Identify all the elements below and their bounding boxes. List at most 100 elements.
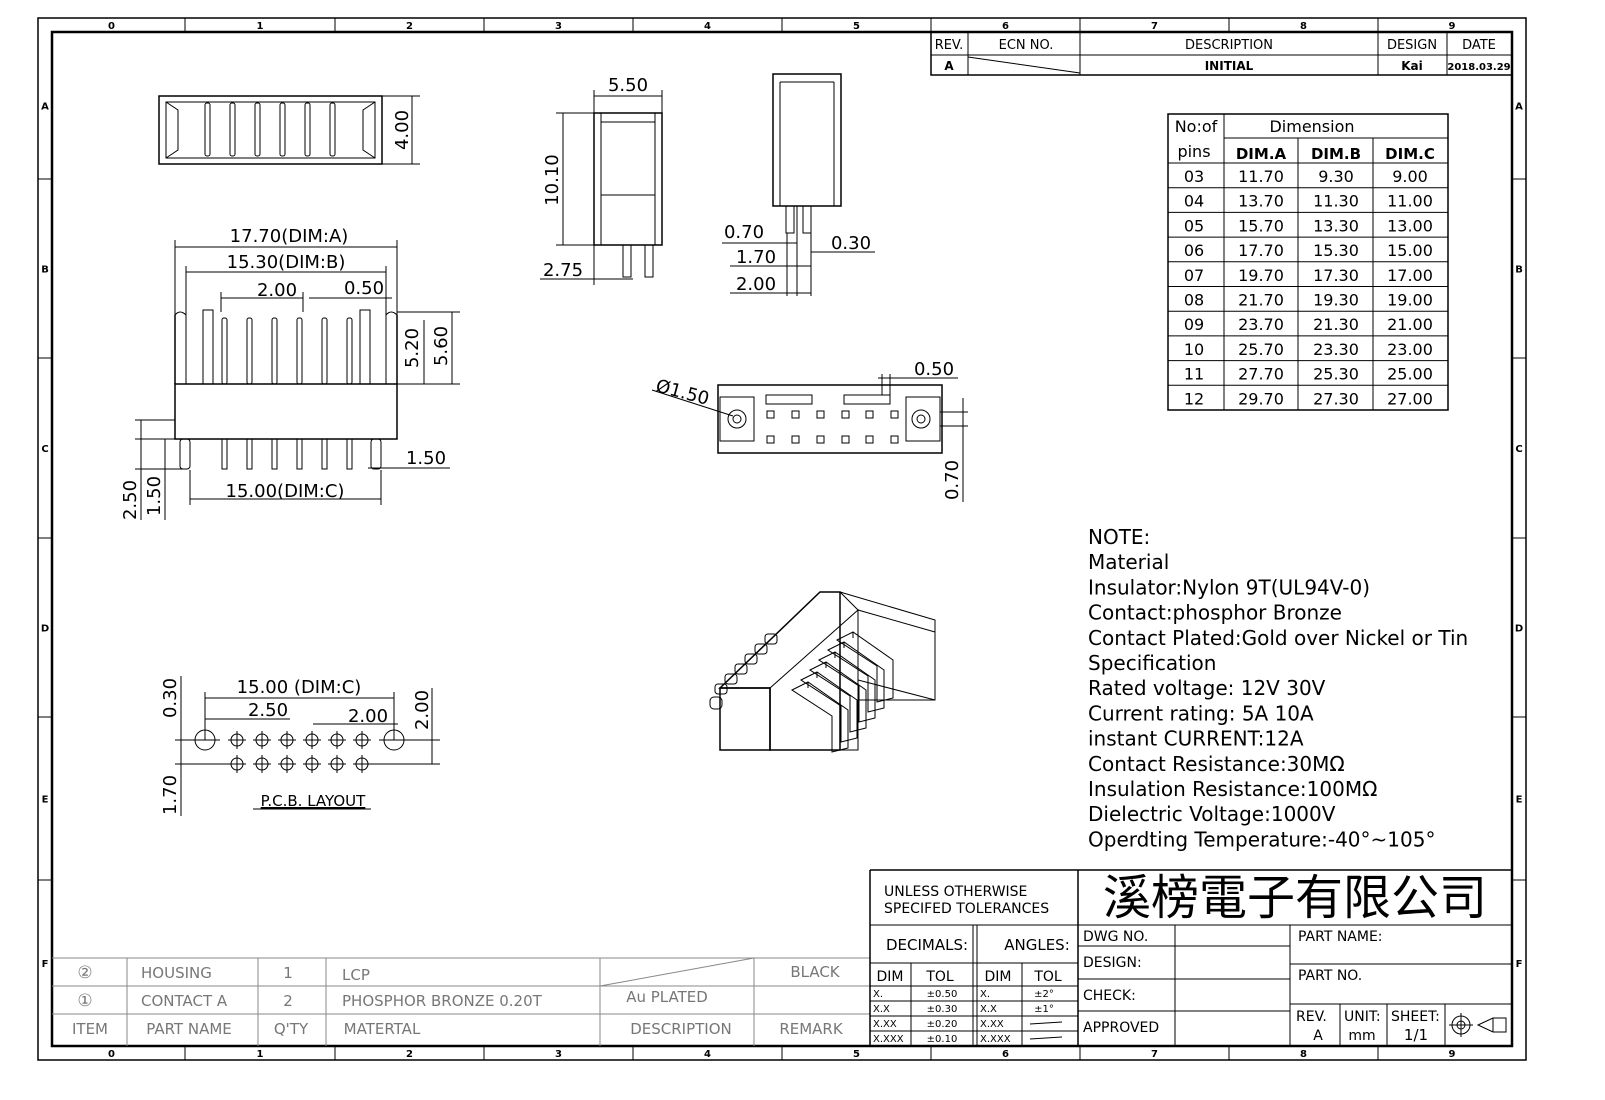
dim-bottom-050: 0.50: [914, 359, 954, 380]
dim-table-cell: 11: [1184, 365, 1204, 384]
company-name: 溪榜電子有限公司: [1103, 870, 1487, 926]
grid-row-label-right: C: [1515, 444, 1522, 455]
bom-material-1: PHOSPHOR BRONZE 0.20T: [342, 992, 543, 1010]
bom-header-material: MATERTAL: [344, 1020, 421, 1038]
grid-row-label-right: E: [1516, 795, 1523, 806]
front-view: 17.70(DIM:A) 15.30(DIM:B) 2.00 0.50 5.20…: [120, 226, 460, 520]
angles-label: ANGLES:: [1004, 936, 1070, 954]
grid-row-label-left: C: [41, 444, 48, 455]
dim-table-cell: 15.70: [1238, 216, 1284, 235]
note-line: instant CURRENT:12A: [1088, 727, 1304, 751]
part-name-label: PART NAME:: [1298, 929, 1383, 945]
dim-front-250: 2.50: [120, 480, 141, 520]
dim-pcb-030: 0.30: [160, 678, 181, 718]
grid-col-label-top: 6: [1002, 21, 1009, 32]
dim-table-cell: 19.30: [1313, 291, 1359, 310]
dwg-no-label: DWG NO.: [1083, 929, 1148, 945]
pcb-layout: 15.00 (DIM:C) 2.50 2.00 2.00 0.30 1.70 P…: [160, 676, 440, 816]
dim-table-cell: 29.70: [1238, 389, 1284, 408]
sheet-value: 1/1: [1404, 1026, 1428, 1044]
table-header-dim-c: DIM.C: [1385, 145, 1435, 163]
table-header-dim-a: DIM.A: [1236, 145, 1287, 163]
rev-value-tb: A: [1313, 1028, 1323, 1044]
dim-col-decimals: DIM: [877, 969, 904, 985]
grid-row-label-right: A: [1515, 102, 1523, 113]
unit-label: UNIT:: [1344, 1009, 1381, 1025]
note-line: Operdting Temperature:-40°~105°: [1088, 827, 1435, 851]
dim-table-cell: 9.30: [1318, 167, 1354, 186]
note-line: Contact Plated:Gold over Nickel or Tin: [1088, 626, 1468, 650]
rev-header: REV.: [935, 38, 964, 53]
revision-table: REV. ECN NO. DESCRIPTION DESIGN DATE A I…: [930, 31, 1513, 76]
side-view-2: 0.70 0.30 1.70 2.00: [722, 73, 875, 296]
grid-col-label-bottom: 7: [1151, 1049, 1158, 1060]
bom-qty-1: 2: [283, 992, 293, 1010]
grid-col-label-top: 1: [257, 21, 264, 32]
dim-side2-170: 1.70: [736, 247, 776, 268]
grid-col-label-bottom: 9: [1449, 1049, 1456, 1060]
grid-col-label-top: 7: [1151, 21, 1158, 32]
tol-angle-value: ±2°: [1034, 989, 1054, 1000]
grid-col-label-top: 2: [406, 21, 413, 32]
dim-table-cell: 21.30: [1313, 315, 1359, 334]
bom-material-2: LCP: [342, 966, 370, 984]
bom-item-2: ②: [77, 963, 92, 983]
bom-qty-2: 1: [283, 964, 293, 982]
tol-decimal-dim: X.XX: [873, 1019, 897, 1030]
dim-bottom-070: 0.70: [942, 460, 963, 500]
note-line: Dielectric Voltage:1000V: [1088, 802, 1336, 826]
bom-description-1: Au PLATED: [626, 988, 708, 1006]
rev-value: A: [944, 59, 954, 73]
dim-table-cell: 17.70: [1238, 241, 1284, 260]
dim-front-150-right: 1.50: [406, 448, 446, 469]
dim-table-cell: 13.30: [1313, 216, 1359, 235]
dim-table-cell: 23.30: [1313, 340, 1359, 359]
dim-pcb-200-pitch: 2.00: [348, 706, 388, 727]
table-header-dimension: Dimension: [1269, 117, 1354, 136]
note-line: Rated voltage: 12V 30V: [1088, 676, 1326, 700]
description-header: DESCRIPTION: [1185, 38, 1273, 53]
dim-pcb-170: 1.70: [160, 775, 181, 815]
dim-col-angles: DIM: [985, 969, 1012, 985]
table-header-pins-1: No:of: [1175, 117, 1218, 136]
dim-table-cell: 23.00: [1387, 340, 1433, 359]
dim-table-cell: 03: [1184, 167, 1204, 186]
grid-row-label-left: A: [41, 102, 49, 113]
tol-angle-dim: X.: [980, 989, 990, 1000]
note-line: Insulation Resistance:100MΩ: [1088, 777, 1377, 801]
bom-header-qty: Q'TY: [274, 1020, 309, 1038]
dim-table-cell: 06: [1184, 241, 1204, 260]
dim-table-cell: 27.30: [1313, 389, 1359, 408]
dim-table-cell: 11.30: [1313, 192, 1359, 211]
dim-table-cell: 11.70: [1238, 167, 1284, 186]
dim-front-050: 0.50: [344, 278, 384, 299]
grid-col-label-bottom: 3: [555, 1049, 562, 1060]
table-header-dim-b: DIM.B: [1311, 145, 1361, 163]
dim-table-cell: 25.00: [1387, 365, 1433, 384]
bom-header-item: ITEM: [72, 1020, 108, 1038]
grid-row-label-left: D: [41, 624, 49, 635]
dim-side-1010: 10.10: [542, 154, 563, 206]
grid-col-label-top: 9: [1449, 21, 1456, 32]
dim-table-cell: 27.70: [1238, 365, 1284, 384]
pcb-layout-label: P.C.B. LAYOUT: [261, 792, 366, 810]
dim-side2-200: 2.00: [736, 274, 776, 295]
tol-decimal-dim: X.X: [873, 1004, 890, 1015]
check-label: CHECK:: [1083, 988, 1136, 1004]
note-line: Contact:phosphor Bronze: [1088, 601, 1342, 625]
dim-top-400: 4.00: [392, 110, 413, 150]
bom-remark-2: BLACK: [790, 963, 840, 981]
grid-row-label-right: B: [1515, 265, 1523, 276]
dim-front-560: 5.60: [431, 326, 452, 366]
dim-table-cell: 08: [1184, 291, 1204, 310]
table-header-pins-2: pins: [1177, 142, 1210, 161]
design-value: Kai: [1401, 59, 1423, 73]
dim-table-cell: 21.70: [1238, 291, 1284, 310]
tol-decimal-value: ±0.50: [927, 989, 958, 1000]
dim-table-cell: 25.30: [1313, 365, 1359, 384]
dim-table-cell: 23.70: [1238, 315, 1284, 334]
grid-col-label-bottom: 8: [1300, 1049, 1307, 1060]
dim-side2-030: 0.30: [831, 233, 871, 254]
